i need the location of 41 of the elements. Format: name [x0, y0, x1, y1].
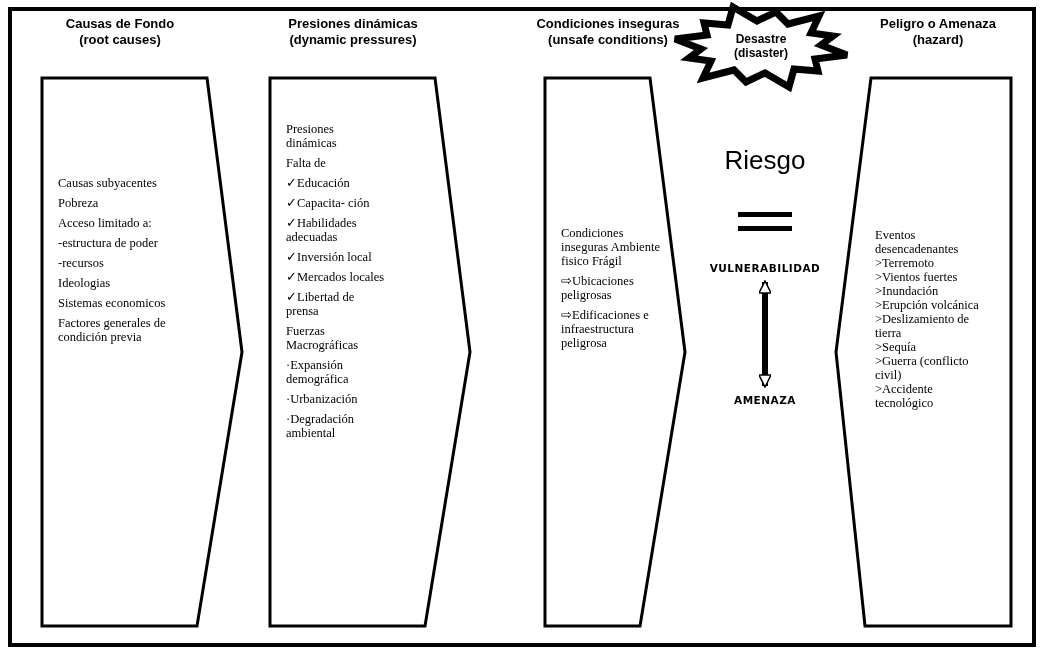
list-item: ✓Mercados locales	[286, 270, 386, 284]
list-item: ✓Educación	[286, 176, 351, 190]
list-item: Factores generales de condición previa	[58, 316, 166, 344]
list-item: Pobreza	[58, 196, 100, 210]
list-item: >Terremoto	[875, 256, 935, 270]
list-item: >Erupción volcánica	[875, 298, 980, 312]
list-item: ✓Habilidades adecuadas	[286, 216, 358, 244]
list-item: ✓Capacita- ción	[286, 196, 371, 210]
column-heading: Peligro o Amenaza (hazard)	[879, 16, 997, 48]
list-item: ·Expansión demográfica	[286, 358, 350, 386]
list-item: >Deslizamiento de tierra	[875, 312, 971, 340]
list-item: Ideologias	[58, 276, 112, 290]
list-item: ✓Inversión local	[286, 250, 373, 264]
term-text: AMENAZA	[690, 394, 840, 406]
column-heading: Condiciones inseguras (unsafe conditions)	[535, 16, 681, 48]
list-item: Eventos desencadenantes	[875, 228, 960, 256]
list-item: -recursos	[58, 256, 105, 270]
risk-title: Riesgo	[723, 145, 807, 176]
list-item: Acceso limitado a:	[58, 216, 153, 230]
double-arrow	[758, 280, 772, 388]
column-heading: Presiones dinámicas (dynamic pressures)	[287, 16, 419, 48]
list-item: ⇨Edificaciones e infraestructura peligrosa	[561, 308, 650, 350]
list-item: >Sequía	[875, 340, 918, 354]
list-item: Falta de	[286, 156, 327, 170]
list-item: Condiciones inseguras Ambiente fisico Frágil	[561, 226, 661, 268]
list-item: -estructura de poder	[58, 236, 159, 250]
list-item: ⇨Ubicaciones peligrosas	[561, 274, 635, 302]
list-item: >Accidente tecnológico	[875, 382, 935, 410]
list-item: Fuerzas Macrográficas	[286, 324, 360, 352]
list-item: Causas subyacentes	[58, 176, 158, 190]
list-item: ·Degradación ambiental	[286, 412, 356, 440]
list-item: >Vientos fuertes	[875, 270, 959, 284]
list-item: Sistemas economicos	[58, 296, 166, 310]
list-item: >Guerra (conflicto civil)	[875, 354, 970, 382]
term-text: VULNERABILIDAD	[690, 262, 840, 274]
list-item: >Inundación	[875, 284, 940, 298]
burst-label: Desastre (disaster)	[733, 32, 789, 61]
list-item: Presiones dinámicas	[286, 122, 338, 150]
column-heading: Causas de Fondo (root causes)	[64, 16, 176, 48]
list-item: ✓Libertad de prensa	[286, 290, 356, 318]
list-item: ·Urbanización	[286, 392, 359, 406]
